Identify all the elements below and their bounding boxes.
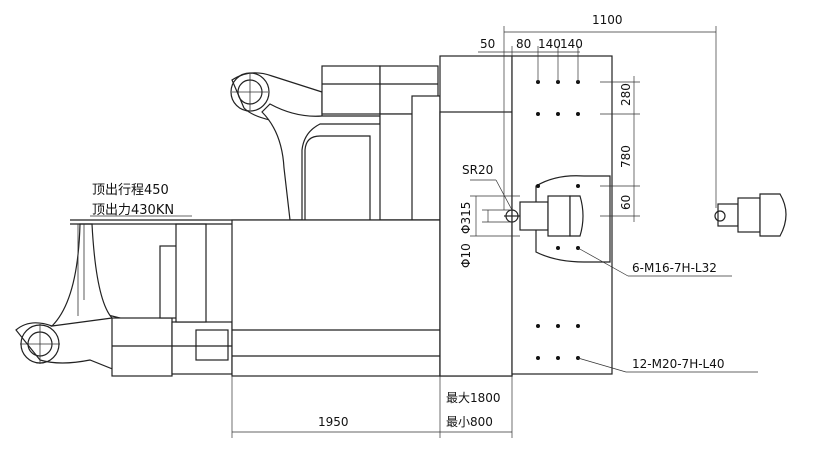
dim-60: 60 — [619, 195, 633, 210]
ejector-force-label: 顶出力430KN — [92, 203, 174, 218]
dim-1950: 1950 — [318, 415, 349, 429]
sr20-label: SR20 — [462, 163, 493, 177]
dim-1100: 1100 — [592, 13, 623, 27]
dim-780: 780 — [619, 145, 633, 168]
min-opening-label: 最小800 — [446, 415, 493, 429]
dim-280: 280 — [619, 83, 633, 106]
text-labels: 顶出行程450 顶出力430KN 1100 50 80 140 140 280 … — [92, 13, 725, 429]
dimension-lines — [90, 26, 758, 438]
ejector-assembly — [504, 175, 611, 263]
dia-315-label: Φ315 — [459, 202, 473, 234]
dia-10-label: Φ10 — [459, 243, 473, 268]
machine-base — [70, 219, 441, 377]
ejector-stroke-label: 顶出行程450 — [92, 183, 169, 198]
dim-140-a: 140 — [538, 37, 561, 51]
max-opening-label: 最大1800 — [446, 391, 501, 405]
holes-small-label: 6-M16-7H-L32 — [632, 261, 717, 275]
dim-80: 80 — [516, 37, 531, 51]
dim-140-b: 140 — [560, 37, 583, 51]
dim-50: 50 — [480, 37, 495, 51]
holes-large-label: 12-M20-7H-L40 — [632, 357, 725, 371]
ejector-detail — [714, 193, 787, 237]
